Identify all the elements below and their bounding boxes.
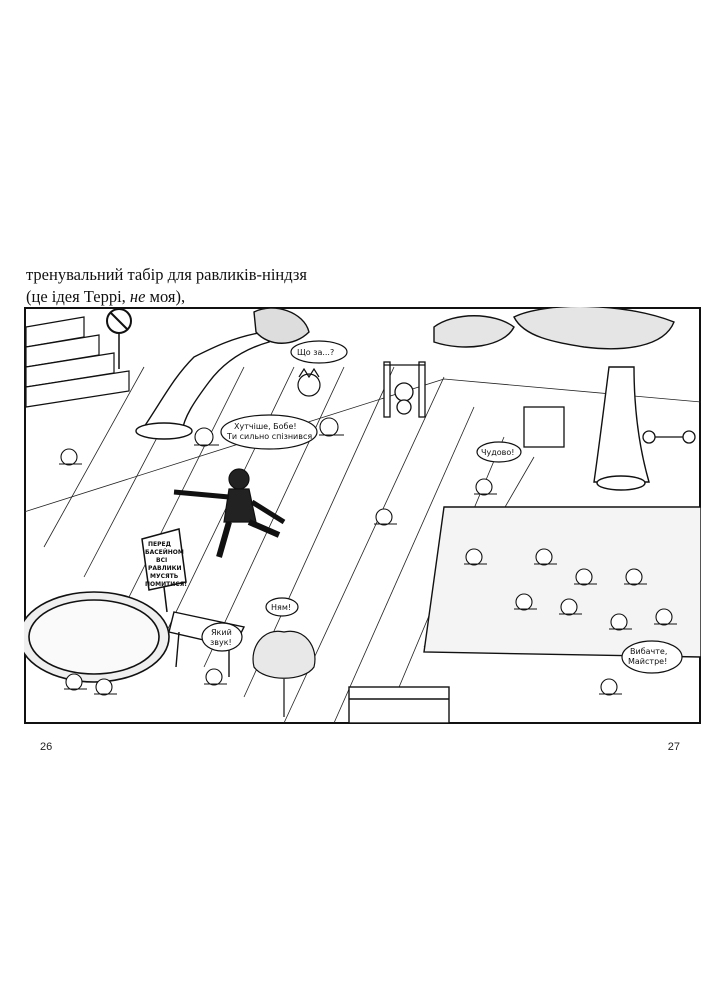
stairs — [25, 316, 130, 408]
sign-line-5: МУСЯТЬ — [150, 573, 179, 580]
snail — [654, 608, 677, 626]
sign-line-2: БАСЕЙНОМ — [145, 548, 184, 556]
snail — [374, 508, 397, 526]
speech-sorry-line-1: Вибачте, — [630, 647, 667, 656]
snail — [514, 593, 537, 611]
speech-great-text: Чудово! — [481, 448, 514, 457]
crate — [348, 686, 450, 724]
snail — [194, 427, 219, 447]
ninja-snail-camp-illustration: ПЕРЕД БАСЕЙНОМ ВСІ РАВЛИКИ МУСЯТЬ ПОМИТИ… — [24, 307, 701, 724]
sign-line-4: РАВЛИКИ — [148, 565, 182, 572]
caption-emphasis: не — [129, 287, 146, 306]
speech-bubble-what: Що за...? — [290, 340, 348, 364]
snail — [599, 678, 622, 696]
caption-line-2-start: (це ідея Террі, — [26, 287, 130, 306]
caption-line-2: (це ідея Террі, не моя), — [26, 286, 466, 308]
page-number-right: 27 — [667, 741, 680, 753]
speech-bubble-sorry: Вибачте, Майстре! — [621, 640, 683, 674]
speech-yum-text: Ням! — [271, 603, 291, 612]
speech-bubble-what-sound: Який звук! — [201, 622, 243, 652]
snail — [94, 678, 117, 696]
speech-bubble-great: Чудово! — [476, 441, 522, 463]
training-ground — [423, 506, 701, 658]
snail — [609, 613, 632, 631]
tree-right — [433, 307, 675, 491]
gym-equipment — [383, 361, 696, 448]
bush — [252, 630, 316, 717]
speech-what-sound-line-2: звук! — [210, 638, 232, 647]
speech-hurry-line-2: Ти сильно спізнився. — [226, 432, 315, 441]
caption-line-1: тренувальний табір для равликів-ніндзя — [26, 265, 307, 284]
speech-sorry-line-2: Майстре! — [628, 657, 667, 666]
tree-left — [135, 307, 310, 440]
sign-line-6: ПОМИТИСЯ! — [145, 581, 187, 588]
sign-line-1: ПЕРЕД — [148, 541, 171, 548]
speech-bubble-yum: Ням! — [265, 597, 299, 617]
speech-what-text: Що за...? — [297, 348, 334, 357]
speech-what-sound-line-1: Який — [211, 628, 232, 637]
speech-bubble-hurry: Хутчіше, Бобе! Ти сильно спізнився. — [220, 414, 318, 450]
snail — [534, 548, 557, 566]
no-snails-sign-icon — [106, 308, 132, 369]
snails — [59, 417, 677, 696]
page-number-left: 26 — [40, 741, 53, 753]
boy-peeking — [297, 367, 321, 397]
snail — [64, 673, 87, 691]
snail — [559, 598, 582, 616]
snail — [204, 668, 227, 686]
pool-warning-sign: ПЕРЕД БАСЕЙНОМ ВСІ РАВЛИКИ МУСЯТЬ ПОМИТИ… — [141, 528, 187, 613]
snail — [574, 568, 597, 586]
snail — [319, 417, 344, 437]
caption: тренувальний табір для равликів-ніндзя (… — [26, 264, 466, 308]
caption-line-2-end: моя), — [145, 287, 186, 306]
snail — [474, 478, 497, 496]
sign-line-3: ВСІ — [156, 557, 167, 564]
snail — [59, 448, 82, 466]
speech-hurry-line-1: Хутчіше, Бобе! — [234, 422, 297, 431]
snail — [624, 568, 647, 586]
ninja-character — [173, 468, 286, 558]
snail — [464, 548, 487, 566]
pool — [24, 591, 170, 683]
